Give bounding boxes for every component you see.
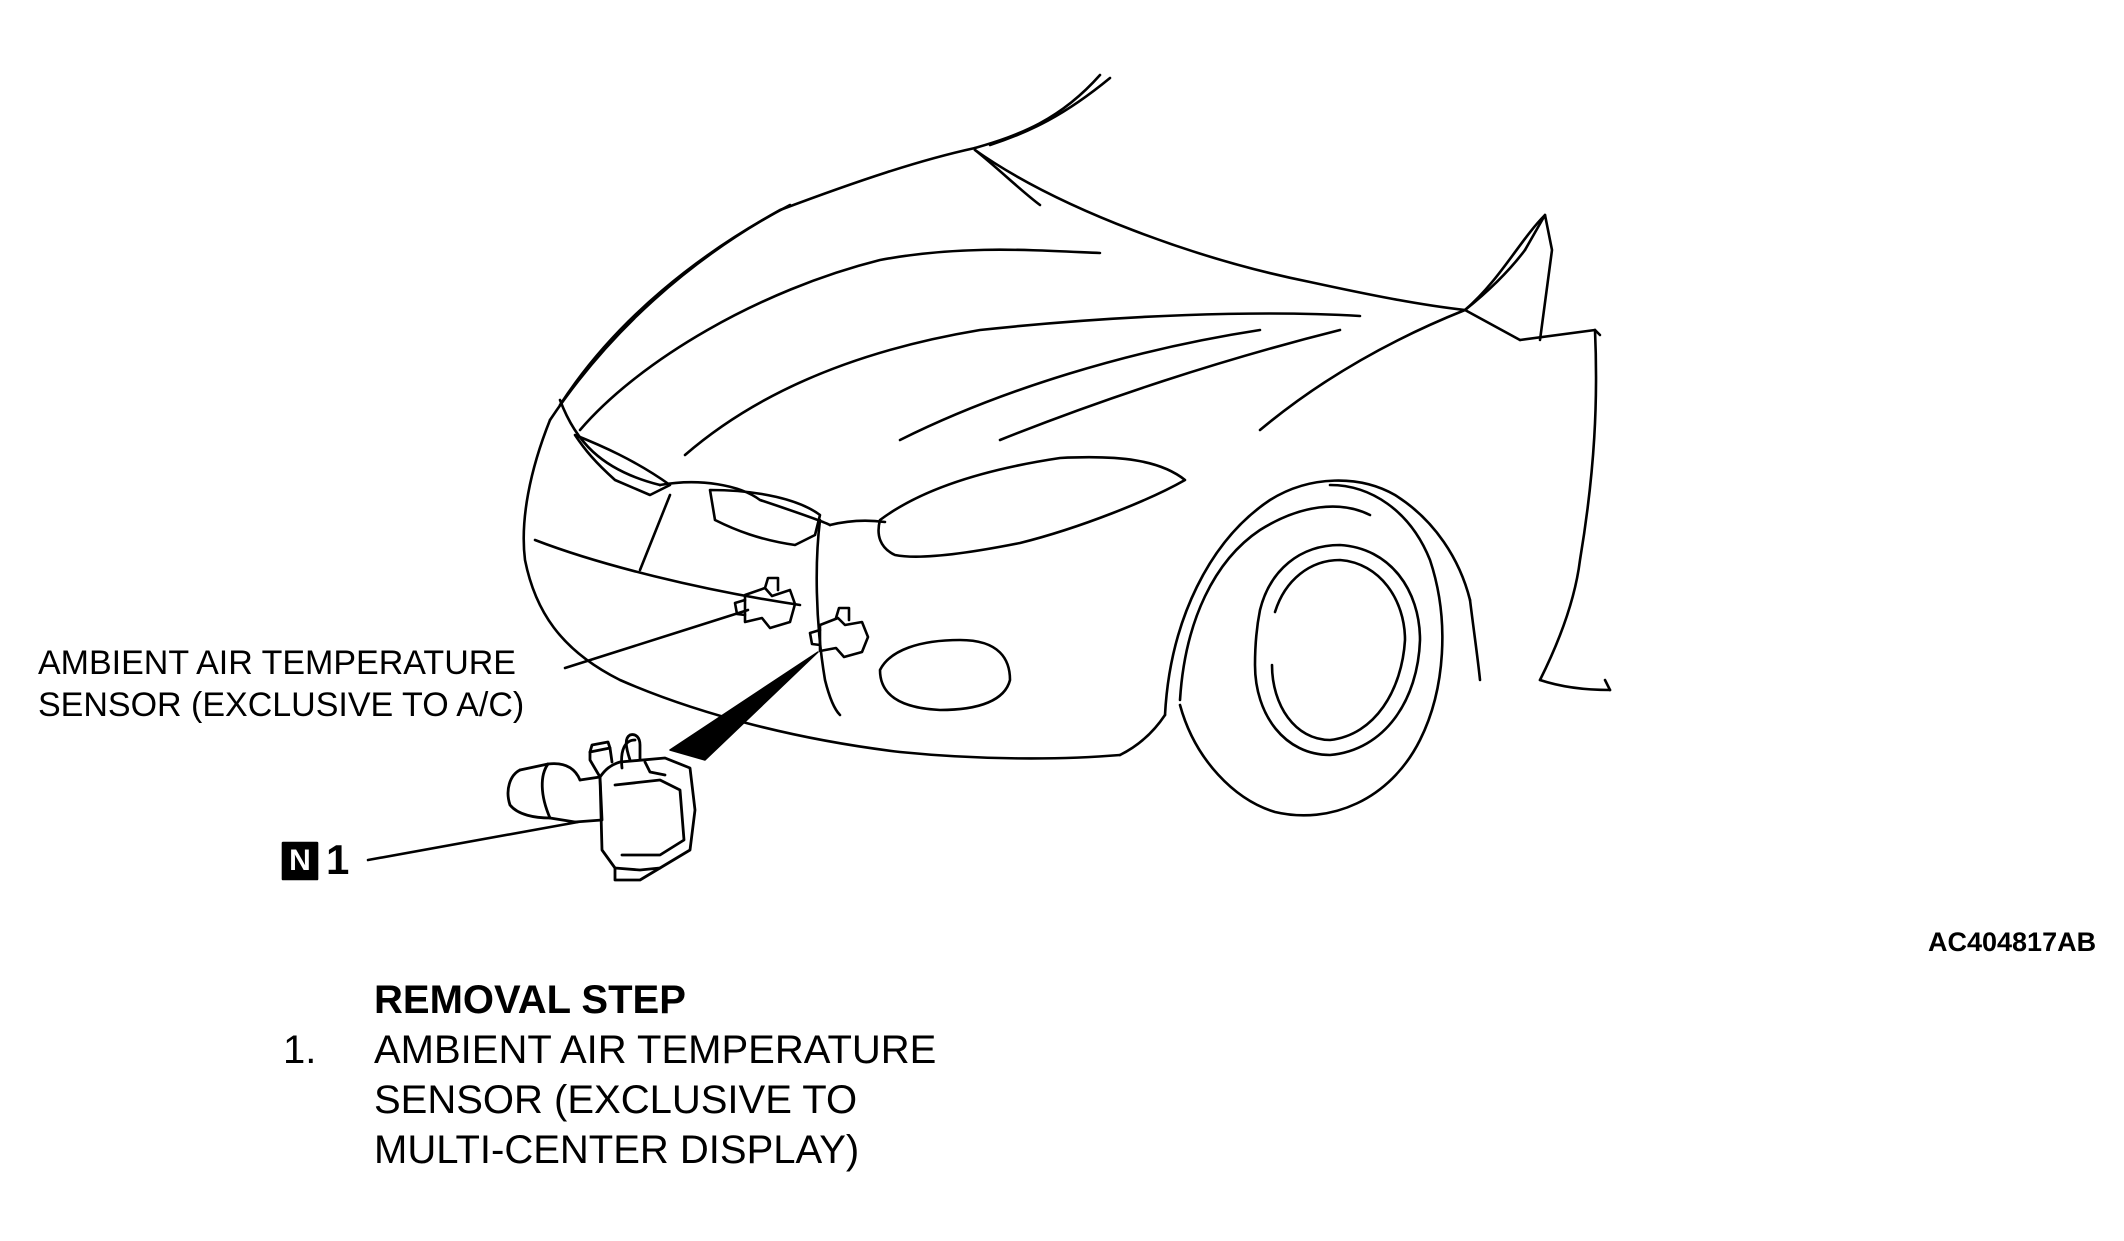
n-badge-icon xyxy=(281,841,319,881)
sensor-small-ac xyxy=(733,576,797,630)
n-badge-letter: N xyxy=(289,844,311,877)
bumper xyxy=(522,398,1167,760)
removal-step-number: 1. xyxy=(283,1028,317,1072)
figure-reference-code: AC404817AB xyxy=(1928,927,2097,957)
removal-step-line-2: SENSOR (EXCLUSIVE TO xyxy=(374,1078,858,1122)
callout-ambient-line-1: AMBIENT AIR TEMPERATURE xyxy=(38,644,516,682)
sensor-large xyxy=(506,733,697,882)
removal-step-line-3: MULTI-CENTER DISPLAY) xyxy=(374,1128,860,1172)
headlights xyxy=(573,433,1187,558)
body-side xyxy=(1258,213,1612,692)
callout-number-1: 1 xyxy=(326,836,350,883)
leader-line-item-1 xyxy=(366,820,580,862)
callout-ambient-line-2: SENSOR (EXCLUSIVE TO A/C) xyxy=(38,686,525,724)
enlargement-pointer xyxy=(669,651,819,761)
callout-ambient-ac: AMBIENT AIR TEMPERATURE SENSOR (EXCLUSIV… xyxy=(38,642,524,726)
front-wheel xyxy=(1163,479,1482,817)
sensor-small-mcd xyxy=(808,606,870,659)
removal-step-line-1: AMBIENT AIR TEMPERATURE xyxy=(374,1028,937,1072)
leader-line-ambient-ac xyxy=(563,608,750,670)
removal-heading: REMOVAL STEP xyxy=(374,978,686,1022)
removal-step-text: AMBIENT AIR TEMPERATURE SENSOR (EXCLUSIV… xyxy=(374,1025,936,1175)
hood xyxy=(548,73,1467,457)
